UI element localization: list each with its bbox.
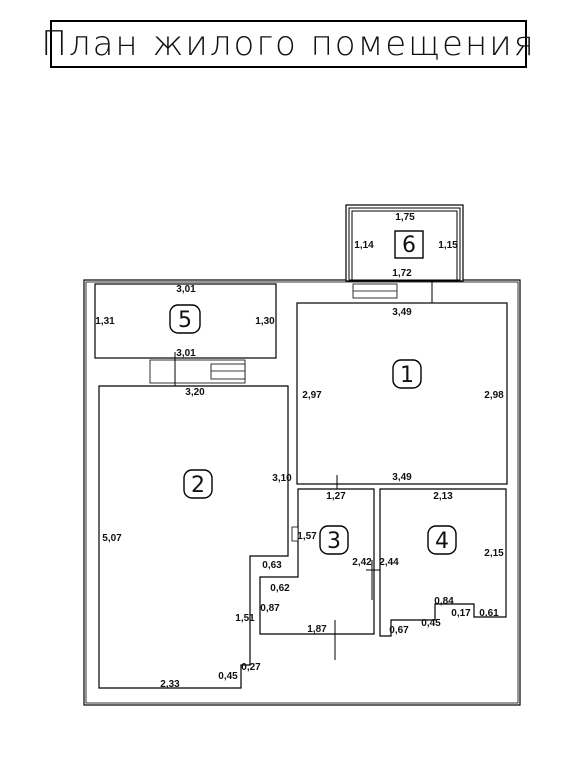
room-number-4: 4 — [435, 529, 449, 554]
dim-r1-bottom: 3,49 — [392, 472, 412, 483]
dim-r6-bottom: 1,72 — [392, 268, 412, 279]
dim-r3-bottom: 1,87 — [307, 624, 327, 635]
page-title: План жилого помещения — [41, 24, 536, 64]
room-2 — [98, 385, 289, 689]
dim-r3-left: 1,57 — [297, 531, 317, 542]
room-5 — [94, 283, 277, 400]
dim-r2-left: 5,07 — [102, 533, 122, 544]
dim-r4-b1: 0,84 — [434, 596, 454, 607]
dim-r3-right: 2,42 — [352, 557, 372, 568]
dim-r4-left: 2,44 — [379, 557, 399, 568]
room-6 — [345, 204, 464, 313]
dim-r1-left: 2,97 — [302, 390, 322, 401]
room-number-6: 6 — [402, 233, 416, 258]
dim-r2-step3: 0,87 — [260, 603, 280, 614]
room-4 — [379, 488, 507, 637]
title-frame: План жилого помещения — [41, 20, 534, 68]
outer-wall — [83, 279, 521, 706]
dim-r6-right: 1,15 — [438, 240, 458, 251]
room-number-1: 1 — [400, 363, 414, 388]
dim-r4-b2: 0,17 — [451, 608, 471, 619]
dim-r4-top: 2,13 — [433, 491, 453, 502]
room-3 — [259, 488, 390, 660]
dim-r5-right: 1,30 — [255, 316, 275, 327]
dim-r4-b3: 0,61 — [479, 608, 499, 619]
dim-r6-top: 1,75 — [395, 212, 415, 223]
dim-r2-step4: 1,51 — [235, 613, 255, 624]
dim-r2-right: 3,10 — [272, 473, 292, 484]
dim-r5-bottom: 3,01 — [176, 348, 196, 359]
dim-r1-right: 2,98 — [484, 390, 504, 401]
outer-wall-inner — [85, 281, 519, 704]
room-number-2: 2 — [191, 473, 205, 498]
dim-r1-top: 3,49 — [392, 307, 412, 318]
dim-r5-top: 3,01 — [176, 284, 196, 295]
room-1 — [296, 302, 508, 495]
dim-r6-left: 1,14 — [354, 240, 374, 251]
room-number-5: 5 — [178, 308, 192, 333]
dim-r5-left: 1,31 — [95, 316, 115, 327]
dim-r2-bottom: 2,33 — [160, 679, 180, 690]
dim-r4-b5: 0,67 — [389, 625, 409, 636]
room-number-3: 3 — [327, 529, 341, 554]
dim-r3-top: 1,27 — [326, 491, 346, 502]
dim-r2-step5: 0,27 — [241, 662, 261, 673]
dim-r4-right: 2,15 — [484, 548, 504, 559]
dim-r4-b4: 0,45 — [421, 618, 441, 629]
dim-r2-step2: 0,62 — [270, 583, 290, 594]
dim-r2-top: 3,20 — [185, 387, 205, 398]
dim-r2-step1: 0,63 — [262, 560, 282, 571]
dim-r2-step6: 0,45 — [218, 671, 238, 682]
